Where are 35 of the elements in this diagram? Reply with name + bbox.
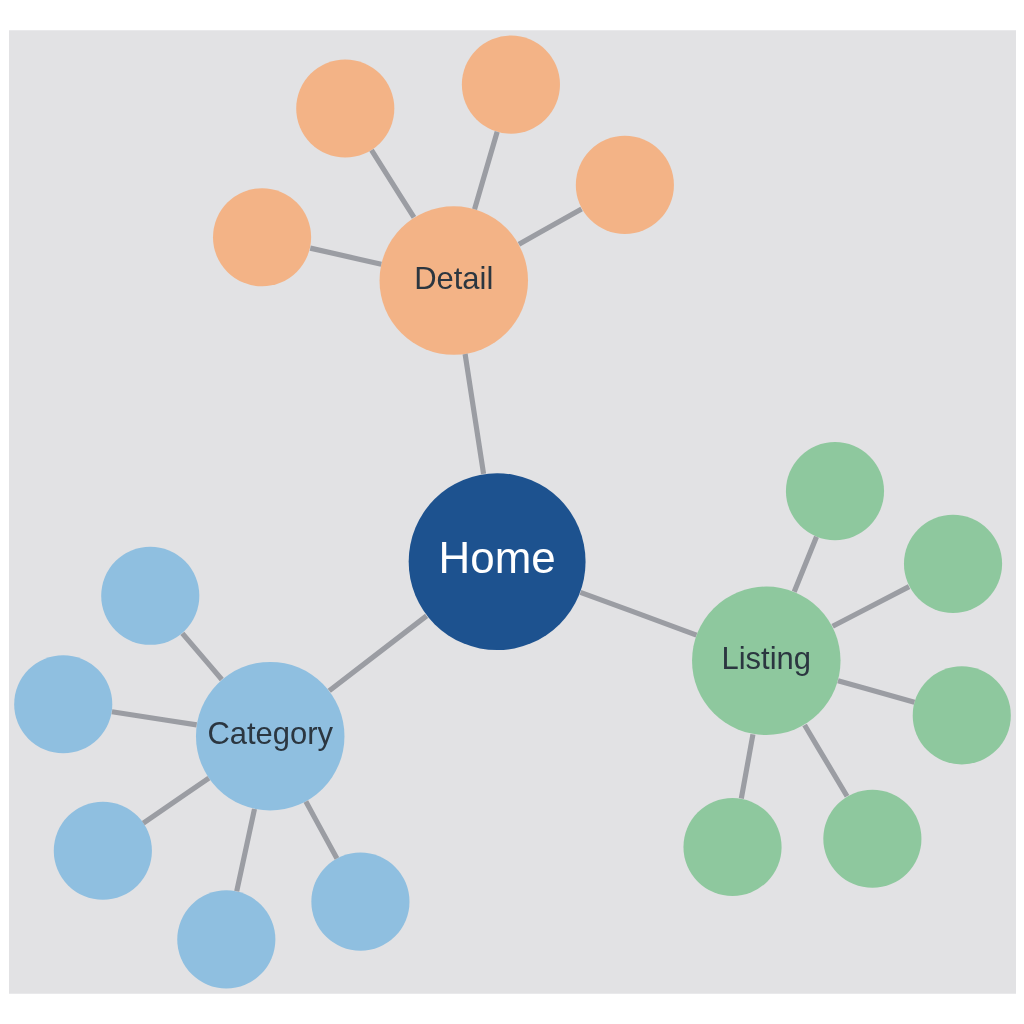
connector — [368, 148, 416, 219]
connector — [517, 206, 583, 247]
node-circle — [13, 655, 112, 754]
node-circle: Home — [408, 473, 586, 651]
connector — [462, 353, 486, 475]
connector — [738, 733, 755, 799]
connector — [303, 800, 339, 860]
node-circle — [575, 135, 674, 234]
connector — [309, 245, 382, 267]
connector — [471, 130, 500, 210]
connector — [801, 723, 849, 798]
node-circle — [903, 514, 1002, 613]
node-circle — [310, 852, 409, 951]
connector — [836, 678, 915, 705]
connector — [830, 584, 910, 629]
connector — [141, 776, 210, 826]
connector — [791, 535, 819, 593]
connector — [233, 808, 257, 892]
node-circle — [912, 666, 1011, 765]
connector — [579, 589, 697, 638]
connector — [327, 613, 428, 693]
node-circle — [212, 188, 311, 287]
node-circle — [682, 797, 782, 897]
node-circle — [53, 801, 152, 900]
connector — [179, 631, 224, 682]
node-circle — [785, 442, 884, 541]
node-circle — [461, 35, 560, 134]
node-circle: Listing — [691, 586, 841, 736]
node-circle — [822, 789, 921, 888]
node-circle: Category — [195, 661, 344, 811]
connector — [111, 709, 197, 728]
node-circle — [100, 546, 199, 645]
node-circle — [176, 890, 275, 989]
node-circle — [295, 59, 394, 158]
node-circle: Detail — [379, 206, 528, 355]
